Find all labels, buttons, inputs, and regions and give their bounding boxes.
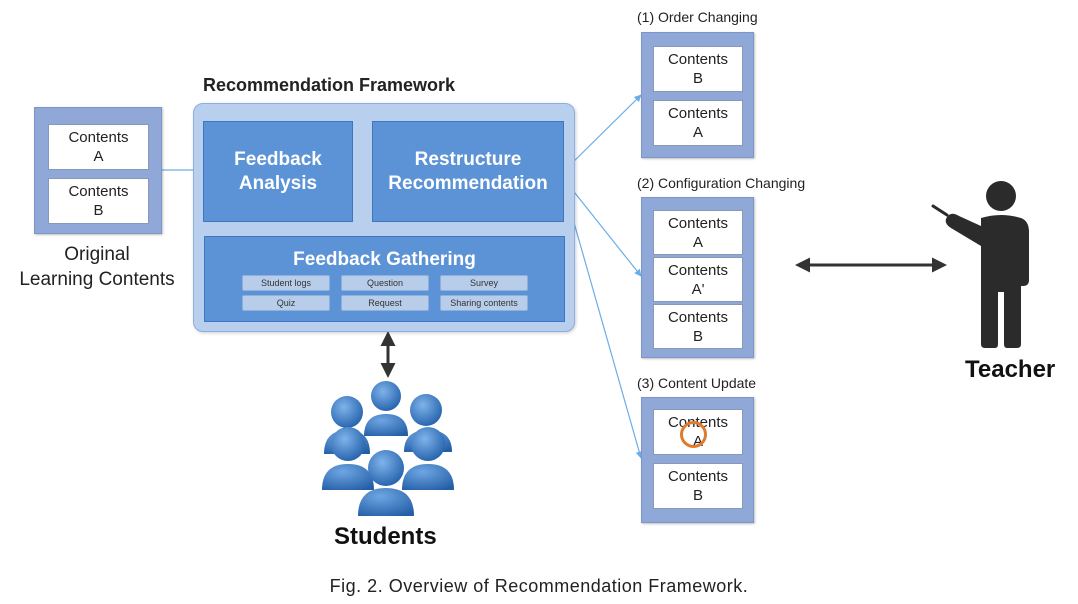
- card-line1: Contents: [68, 129, 129, 146]
- original-label: Original Learning Contents: [4, 242, 190, 292]
- card-line1: Contents: [667, 308, 729, 326]
- order-card-b: Contents B: [653, 46, 743, 92]
- chip-quiz: Quiz: [242, 295, 330, 311]
- card-line1: Contents: [68, 183, 129, 200]
- card-line2: B: [692, 70, 703, 87]
- feedback-analysis-line2: Analysis: [238, 172, 318, 194]
- framework-title: Recommendation Framework: [203, 75, 456, 95]
- card-line2: B: [93, 202, 104, 219]
- students-label: Students: [334, 523, 437, 550]
- card-line2: A': [691, 280, 705, 298]
- students-group-icon: [322, 381, 454, 516]
- outcome-configuration-title: (2) Configuration Changing: [637, 175, 806, 191]
- chip-question: Question: [341, 275, 429, 291]
- original-label-line2: Learning Contents: [19, 269, 175, 290]
- card-line1: Contents: [667, 261, 729, 279]
- restructure-recommendation-box: Restructure Recommendation: [372, 121, 564, 222]
- arrow-to-content-update: [562, 183, 643, 459]
- arrow-to-configuration-changing: [562, 177, 642, 277]
- teacher-icon: [931, 181, 1029, 348]
- card-line2: A: [692, 124, 703, 141]
- chip-sharing-contents: Sharing contents: [440, 295, 528, 311]
- outcome-content-update-title: (3) Content Update: [637, 375, 757, 391]
- card-line1: Contents: [667, 105, 729, 122]
- arrow-to-order-changing: [562, 94, 642, 173]
- update-card-b: Contents B: [653, 463, 743, 509]
- card-line2: A: [93, 148, 104, 165]
- config-card-b: Contents B: [653, 304, 743, 349]
- card-line1: Contents: [667, 51, 729, 68]
- chip-request: Request: [341, 295, 429, 311]
- feedback-analysis-line1: Feedback: [234, 148, 322, 170]
- card-line1: Contents: [667, 214, 729, 232]
- outcome-order-changing-title: (1) Order Changing: [637, 9, 758, 25]
- feedback-analysis-box: Feedback Analysis: [203, 121, 353, 222]
- order-card-a: Contents A: [653, 100, 743, 146]
- restructure-line1: Restructure: [414, 148, 522, 170]
- original-card-a: Contents A: [48, 124, 149, 170]
- update-highlight-ring-icon: [680, 421, 707, 448]
- config-card-a: Contents A: [653, 210, 743, 255]
- card-line2: A: [692, 233, 703, 251]
- restructure-line2: Recommendation: [388, 172, 548, 194]
- card-line2: B: [692, 487, 703, 504]
- chip-survey: Survey: [440, 275, 528, 291]
- card-line1: Contents: [667, 468, 729, 485]
- feedback-gathering-title: Feedback Gathering: [293, 249, 476, 270]
- original-card-b: Contents B: [48, 178, 149, 224]
- original-label-line1: Original: [64, 244, 130, 265]
- figure-caption: Fig. 2. Overview of Recommendation Frame…: [329, 576, 749, 596]
- teacher-label: Teacher: [965, 356, 1056, 383]
- card-line2: B: [692, 327, 703, 345]
- config-card-a-prime: Contents A': [653, 257, 743, 302]
- chip-student-logs: Student logs: [242, 275, 330, 291]
